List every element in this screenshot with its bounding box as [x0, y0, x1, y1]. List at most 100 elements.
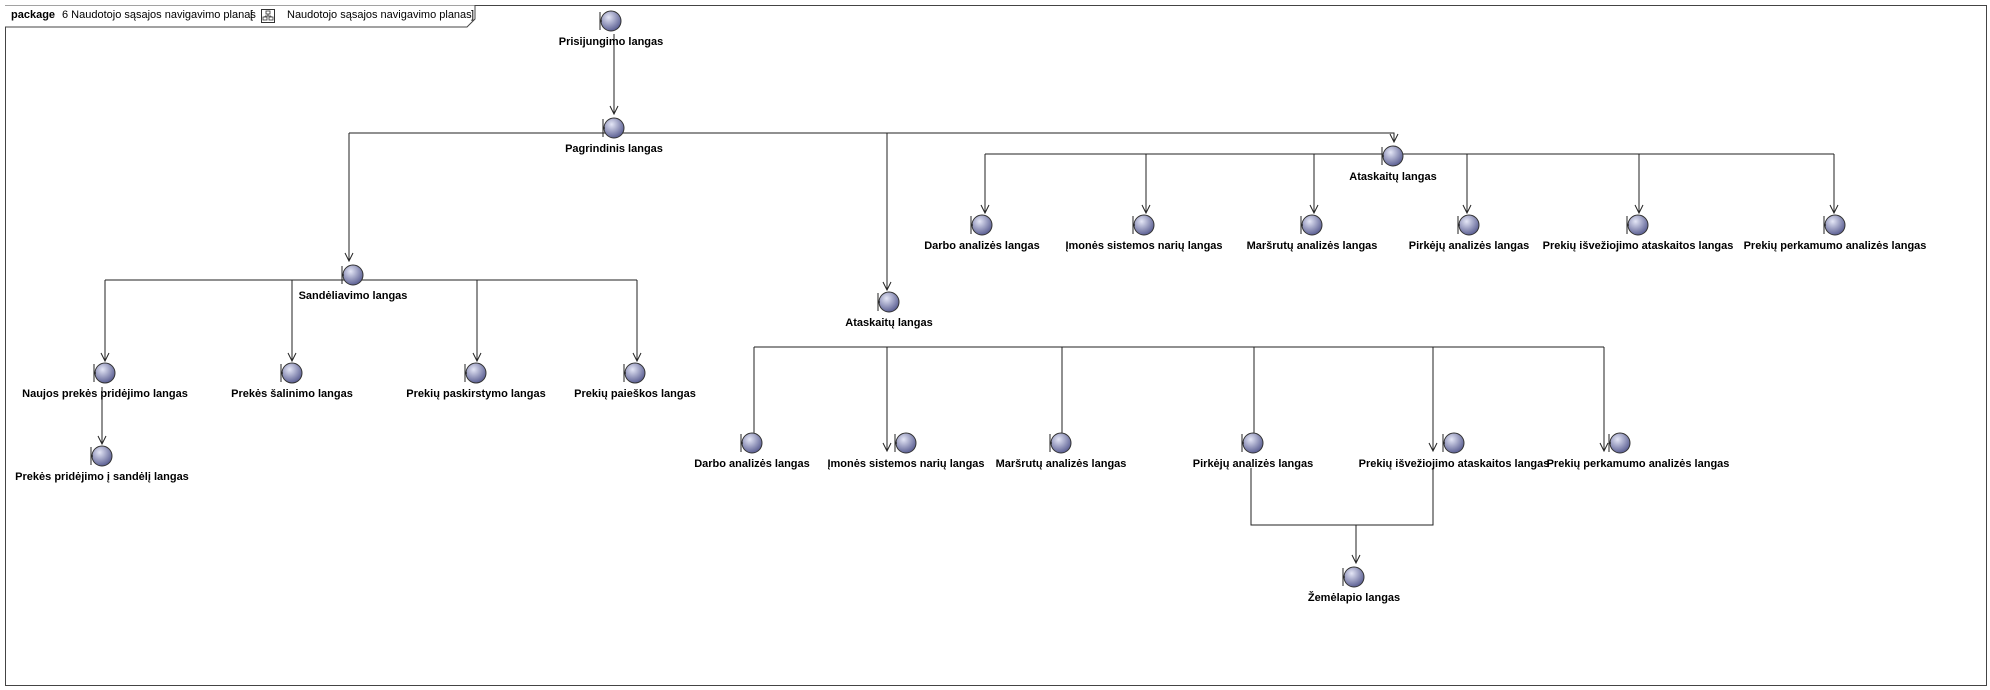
- node-w_search[interactable]: Prekių paieškos langas: [574, 362, 696, 400]
- arrowhead: [632, 352, 642, 363]
- arrowhead: [1141, 204, 1151, 215]
- node-r2_work[interactable]: Darbo analizės langas: [694, 432, 810, 470]
- boundary-icon: [1132, 214, 1155, 236]
- package-frame-tab: [5, 5, 476, 28]
- arrowhead: [1351, 554, 1361, 565]
- edge-reports2-to-r2_delivery: [1428, 347, 1438, 453]
- arrowhead: [609, 105, 619, 116]
- node-r2_members[interactable]: Įmonės sistemos narių langas: [827, 432, 985, 470]
- boundary-icon: [740, 432, 763, 454]
- node-login[interactable]: Prisijungimo langas: [559, 10, 664, 48]
- boundary-icon: [599, 10, 622, 32]
- boundary-icon: [894, 432, 917, 454]
- node-r1_purchase[interactable]: Prekių perkamumo analizės langas: [1744, 214, 1927, 252]
- node-label: Maršrutų analizės langas: [1247, 240, 1378, 252]
- node-label: Sandėliavimo langas: [299, 290, 408, 302]
- arrowhead: [1599, 442, 1609, 453]
- edges-layer: [97, 34, 1839, 565]
- edge-warehouse-to-w_remove: [287, 280, 297, 363]
- node-label: Ataskaitų langas: [845, 317, 932, 329]
- arrowhead: [980, 204, 990, 215]
- node-r1_delivery[interactable]: Prekių išvežiojimo ataskaitos langas: [1543, 214, 1734, 252]
- edge-reports1-to-r1_members: [1141, 154, 1151, 215]
- boundary-icon: [1457, 214, 1480, 236]
- node-warehouse[interactable]: Sandėliavimo langas: [299, 264, 408, 302]
- arrowhead: [1462, 204, 1472, 215]
- boundary-icon: [90, 445, 113, 467]
- node-r2_buyers[interactable]: Pirkėjų analizės langas: [1193, 432, 1313, 470]
- edge-reports1-to-r1_work: [980, 154, 990, 215]
- boundary-icon: [1241, 432, 1264, 454]
- edge-main-to-warehouse: [344, 133, 354, 263]
- edge-warehouse-to-w_search: [632, 280, 642, 363]
- node-w_add_to_wh[interactable]: Prekės pridėjimo į sandėlį langas: [15, 445, 189, 483]
- edge-reports1-to-r1_buyers: [1462, 154, 1472, 215]
- boundary-icon: [1608, 432, 1631, 454]
- arrowhead: [1829, 204, 1839, 215]
- node-w_add[interactable]: Naujos prekės pridėjimo langas: [22, 362, 188, 400]
- edge-reports2-to-r2_members: [882, 347, 892, 453]
- node-map[interactable]: Žemėlapio langas: [1308, 566, 1400, 604]
- node-r2_purchase[interactable]: Prekių perkamumo analizės langas: [1547, 432, 1730, 470]
- package-name: 6 Naudotojo sąsajos navigavimo planas: [62, 9, 256, 21]
- package-keyword: package: [11, 9, 56, 21]
- node-label: Prekių išvežiojimo ataskaitos langas: [1543, 240, 1734, 252]
- arrowhead: [1389, 133, 1399, 144]
- edge-reports1-to-r1_purchase: [1829, 154, 1839, 215]
- node-w_assign[interactable]: Prekių paskirstymo langas: [406, 362, 546, 400]
- arrowhead: [1428, 442, 1438, 453]
- boundary-icon: [93, 362, 116, 384]
- edge-main-to-reports2: [882, 133, 892, 292]
- node-label: Įmonės sistemos narių langas: [1065, 240, 1222, 252]
- arrowhead: [1309, 204, 1319, 215]
- edge-r2_buyers-to-map: [1250, 468, 1361, 565]
- boundary-icon: [1300, 214, 1323, 236]
- node-label: Pirkėjų analizės langas: [1193, 458, 1313, 470]
- node-r1_routes[interactable]: Maršrutų analizės langas: [1247, 214, 1378, 252]
- diagram-name: Naudotojo sąsajos navigavimo planas: [287, 9, 472, 21]
- arrowhead: [882, 442, 892, 453]
- arrowhead: [1634, 204, 1644, 215]
- node-main[interactable]: Pagrindinis langas: [565, 117, 663, 155]
- node-r1_members[interactable]: Įmonės sistemos narių langas: [1065, 214, 1223, 252]
- node-label: Ataskaitų langas: [1349, 171, 1436, 183]
- boundary-icon: [1442, 432, 1465, 454]
- arrowhead: [344, 252, 354, 263]
- package-frame: [5, 5, 1987, 686]
- node-r2_routes[interactable]: Maršrutų analizės langas: [996, 432, 1127, 470]
- node-w_remove[interactable]: Prekės šalinimo langas: [231, 362, 353, 400]
- node-r1_work[interactable]: Darbo analizės langas: [924, 214, 1040, 252]
- node-label: Prekių paskirstymo langas: [406, 388, 545, 400]
- node-label: Prekės šalinimo langas: [231, 388, 353, 400]
- boundary-icon: [970, 214, 993, 236]
- edge-login-to-main: [609, 34, 619, 116]
- bracket-close: ]: [471, 9, 475, 21]
- boundary-icon: [1342, 566, 1365, 588]
- node-label: Darbo analizės langas: [924, 240, 1040, 252]
- boundary-icon: [1626, 214, 1649, 236]
- node-label: Prekių paieškos langas: [574, 388, 696, 400]
- arrowhead: [472, 352, 482, 363]
- arrowhead: [100, 352, 110, 363]
- node-label: Darbo analizės langas: [694, 458, 810, 470]
- node-r1_buyers[interactable]: Pirkėjų analizės langas: [1409, 214, 1529, 252]
- boundary-icon: [1823, 214, 1846, 236]
- edge-r2_delivery-to-map: [1356, 468, 1434, 526]
- edge-warehouse-to-w_assign: [472, 280, 482, 363]
- node-label: Prekės pridėjimo į sandėlį langas: [15, 471, 189, 483]
- node-reports2[interactable]: Ataskaitų langas: [845, 291, 933, 329]
- edge-reports1-to-r1_routes: [1309, 154, 1319, 215]
- arrowhead: [882, 281, 892, 292]
- boundary-icon: [464, 362, 487, 384]
- node-label: Pirkėjų analizės langas: [1409, 240, 1529, 252]
- node-r2_delivery[interactable]: Prekių išvežiojimo ataskaitos langas: [1359, 432, 1550, 470]
- node-label: Prekių išvežiojimo ataskaitos langas: [1359, 458, 1550, 470]
- boundary-icon: [877, 291, 900, 313]
- boundary-icon: [280, 362, 303, 384]
- arrowhead: [97, 435, 107, 446]
- node-reports1[interactable]: Ataskaitų langas: [1349, 145, 1437, 183]
- node-label: Prisijungimo langas: [559, 36, 664, 48]
- diagram-icon: [261, 9, 275, 23]
